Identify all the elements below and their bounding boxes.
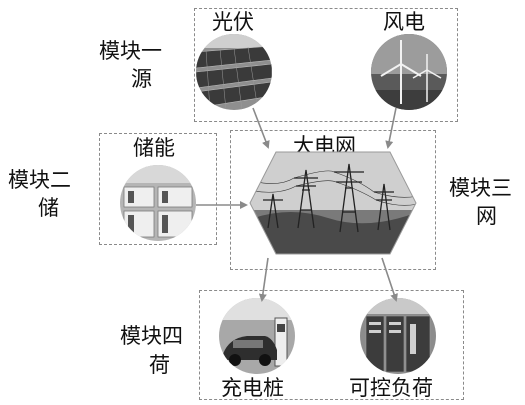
transmission-tower-photo xyxy=(248,150,418,256)
item-wind-label: 风电 xyxy=(383,10,425,34)
battery-container-photo xyxy=(120,165,196,241)
ev-charging-photo xyxy=(219,298,295,374)
module-storage-box xyxy=(99,133,217,245)
module-storage-label-2: 储 xyxy=(38,196,59,220)
arrow-grid-to-controllable xyxy=(381,257,398,302)
arrow-pv-to-grid xyxy=(252,107,270,149)
item-controllable-label: 可控负荷 xyxy=(349,376,433,400)
module-source-label-1: 模块一 xyxy=(99,39,162,63)
module-load-label-2: 荷 xyxy=(149,353,170,377)
module-grid-box xyxy=(230,130,436,270)
item-storage-label: 储能 xyxy=(133,136,175,160)
arrow-wind-to-grid xyxy=(385,107,397,149)
module-grid-label-1: 模块三 xyxy=(449,176,512,200)
module-load-box xyxy=(199,290,464,400)
item-pv-label: 光伏 xyxy=(212,10,254,34)
module-source-label-2: 源 xyxy=(131,67,152,91)
item-charger-label: 充电桩 xyxy=(221,376,284,400)
server-cabinet-photo xyxy=(360,298,436,374)
module-grid-label-2: 网 xyxy=(476,204,497,228)
module-source-box xyxy=(194,8,458,122)
arrow-grid-to-charger xyxy=(258,257,269,302)
module-load-label-1: 模块四 xyxy=(120,324,183,348)
module-storage-label-1: 模块二 xyxy=(8,168,71,192)
